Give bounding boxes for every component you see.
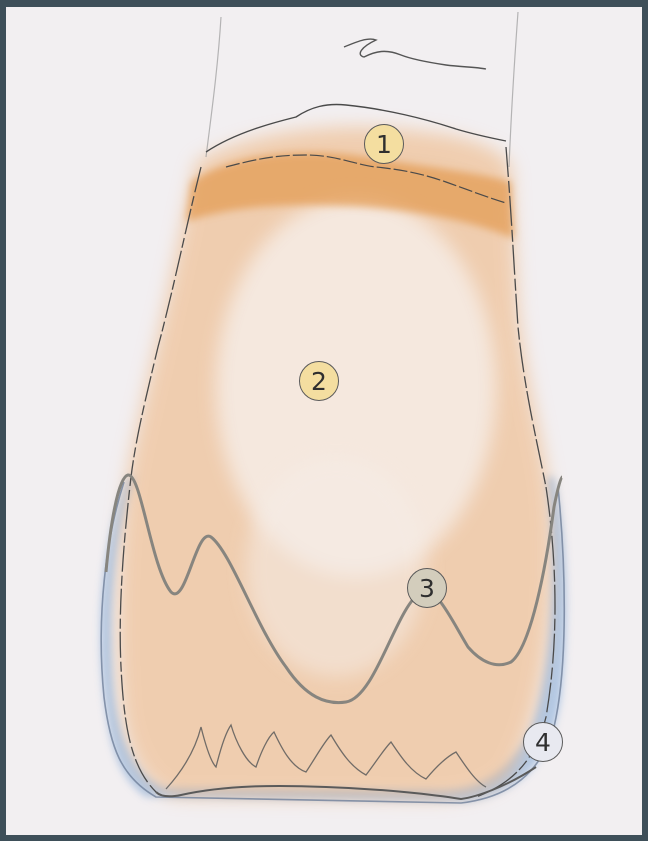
marker-2-label: 2 [311, 369, 327, 394]
marker-3: 3 [407, 568, 447, 608]
marker-1-label: 1 [376, 132, 392, 157]
marker-1: 1 [364, 124, 404, 164]
root-line-right [509, 12, 518, 167]
marker-4-label: 4 [535, 730, 551, 755]
marker-3-label: 3 [419, 576, 435, 601]
marker-2: 2 [299, 361, 339, 401]
marker-4: 4 [523, 722, 563, 762]
drawing-canvas: 1 2 3 4 [6, 7, 642, 835]
crown-highlight-lower [246, 457, 426, 677]
break-mark [344, 39, 486, 69]
root-line-left [206, 17, 221, 157]
tooth-drawing [6, 7, 642, 835]
